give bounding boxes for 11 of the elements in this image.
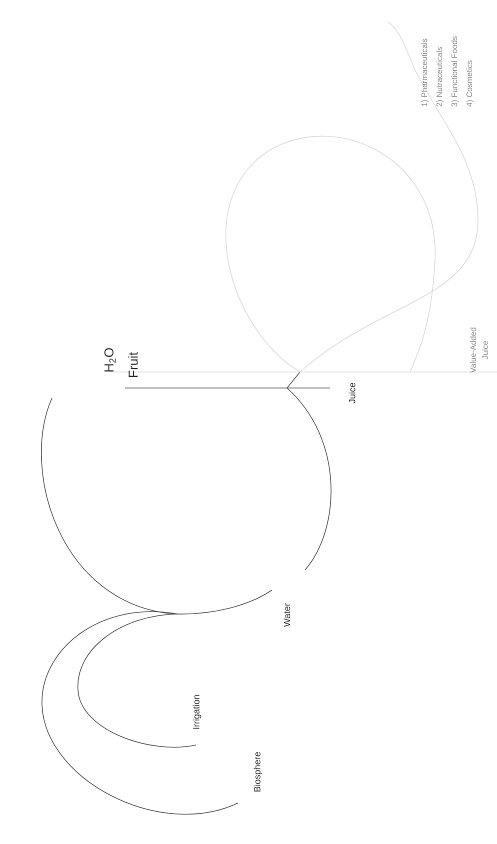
text-label: Irrigation [192,695,202,729]
text-label: 1) Pharmaceuticals [421,38,429,106]
text-label: 3) Functional Foods [451,36,459,106]
text-label: Juice [348,382,356,404]
text-label: H$_{2}$O [104,348,116,372]
text-label: Fruit [128,352,138,377]
text-label: Biosphere [254,752,262,792]
text-label: Value-Added Juice [470,328,488,373]
text-label: 2) Nutraceuticals [436,47,444,106]
text-label: Water [284,603,290,627]
text-label: 4) Cosmetics [466,60,474,107]
